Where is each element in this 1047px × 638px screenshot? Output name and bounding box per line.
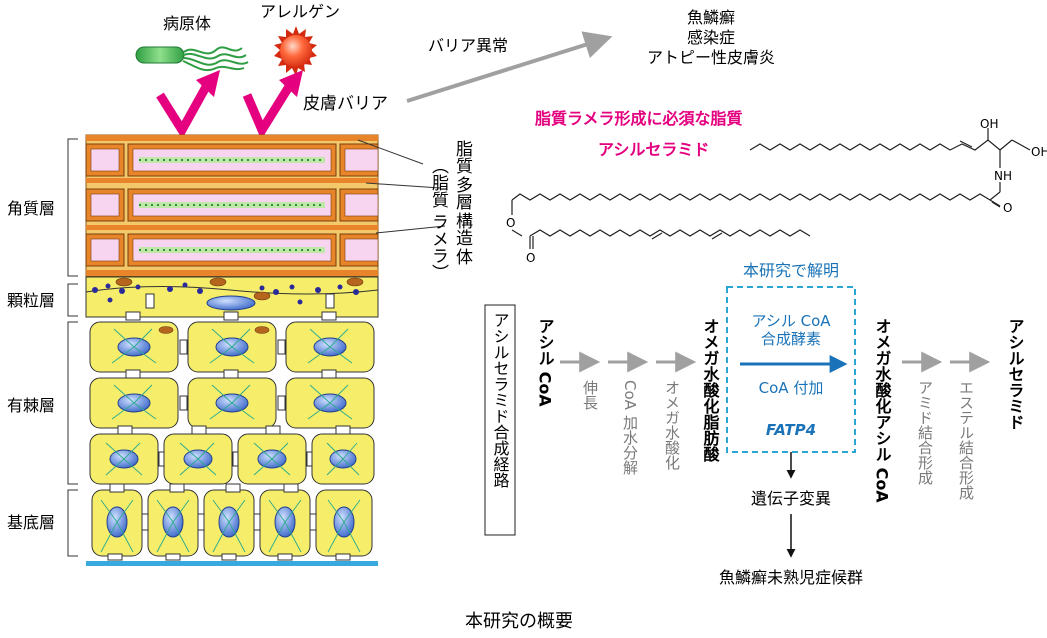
- barrier-abnormal-arrow: [406, 31, 613, 103]
- step-acyl-coa: アシル CoA: [536, 318, 555, 407]
- step-amide-bond: アミド結合形成: [916, 380, 934, 486]
- chem-oh-2: OH: [1031, 145, 1047, 159]
- step-omega-hydroxy-acyl-coa: オメガ水酸化アシル CoA: [873, 318, 892, 503]
- disease-ichthyosis: 魚鱗癬: [687, 8, 735, 27]
- layer-label-stratum-corneum: 角質層: [7, 199, 55, 218]
- pathway-title-box: [484, 304, 516, 536]
- box-title: 本研究で解明: [743, 261, 839, 280]
- step-coa-hydrolysis: CoA 加水分解: [621, 380, 639, 475]
- box-gene-label: FATP4: [766, 421, 816, 439]
- step-omega-hydroxy-fatty-acid: オメガ水酸化脂肪酸: [701, 318, 720, 463]
- disease-atopic-dermatitis: アトピー性皮膚炎: [647, 48, 775, 67]
- acylceramide-name: アシルセラミド: [598, 140, 709, 159]
- lipid-label-line2: 脂質: [452, 140, 473, 174]
- lipid-label-line5: 体: [452, 248, 473, 265]
- disease-infection: 感染症: [687, 28, 735, 47]
- corneocyte-row: [85, 188, 379, 222]
- basement-membrane: [86, 561, 378, 566]
- this-study-box: [726, 286, 856, 453]
- acylceramide-structure: [511, 128, 1031, 249]
- bacterium-icon: [135, 46, 249, 72]
- lipid-label-line3: 多層: [452, 176, 473, 210]
- figure-caption: 本研究の概要: [465, 611, 573, 632]
- corneocyte-row: [85, 143, 379, 177]
- step-elongation: 伸長: [581, 380, 599, 410]
- skin-cross-section: [85, 134, 379, 566]
- bounce-arrow-icon: [242, 70, 303, 140]
- disease-label: 魚鱗癬未熟児症候群: [719, 568, 863, 587]
- chem-nh: NH: [994, 169, 1012, 183]
- layer-label-spinous: 有棘層: [7, 396, 55, 415]
- box-enzyme-line1: アシル CoA: [751, 312, 831, 330]
- step-omega-hydroxylation: オメガ水酸化: [663, 380, 681, 470]
- essential-lipid-heading: 脂質ラメラ形成に必須な脂質: [535, 109, 743, 128]
- pathway-title: アシルセラミド合成経路: [491, 312, 510, 488]
- allergen-label: アレルゲン: [260, 2, 340, 21]
- gene-mutation-label: 遺伝子変異: [751, 489, 831, 508]
- corneocyte-row: [85, 233, 379, 267]
- chem-o-carbonyl: O: [526, 251, 535, 265]
- skin-barrier-label: 皮膚バリア: [303, 94, 388, 114]
- allergen-icon: [274, 26, 317, 76]
- layer-label-basal: 基底層: [7, 513, 55, 532]
- chem-oh-1: OH: [980, 117, 998, 131]
- chem-o-amide: O: [1003, 201, 1012, 215]
- desmosome-icons: [117, 311, 351, 467]
- lipid-pointer-lines: [357, 139, 446, 234]
- box-enzyme-line2: 合成酵素: [761, 330, 821, 348]
- barrier-abnormal-label: バリア異常: [428, 36, 508, 55]
- step-acylceramide: アシルセラミド: [1006, 318, 1025, 430]
- box-step-label: CoA 付加: [759, 379, 824, 397]
- bounce-arrow-icon: [156, 70, 220, 139]
- chem-o-ester: O: [506, 216, 515, 230]
- lipid-label-line1: （脂質: [428, 157, 449, 208]
- layer-label-granular: 顆粒層: [7, 291, 55, 310]
- step-ester-bond: エステル結合形成: [957, 380, 975, 501]
- lipid-label-line4: 構造: [452, 212, 473, 246]
- pathogen-label: 病原体: [163, 14, 211, 33]
- layer-brackets: [67, 138, 78, 557]
- lipid-label-paren2: ラメラ）: [428, 213, 449, 281]
